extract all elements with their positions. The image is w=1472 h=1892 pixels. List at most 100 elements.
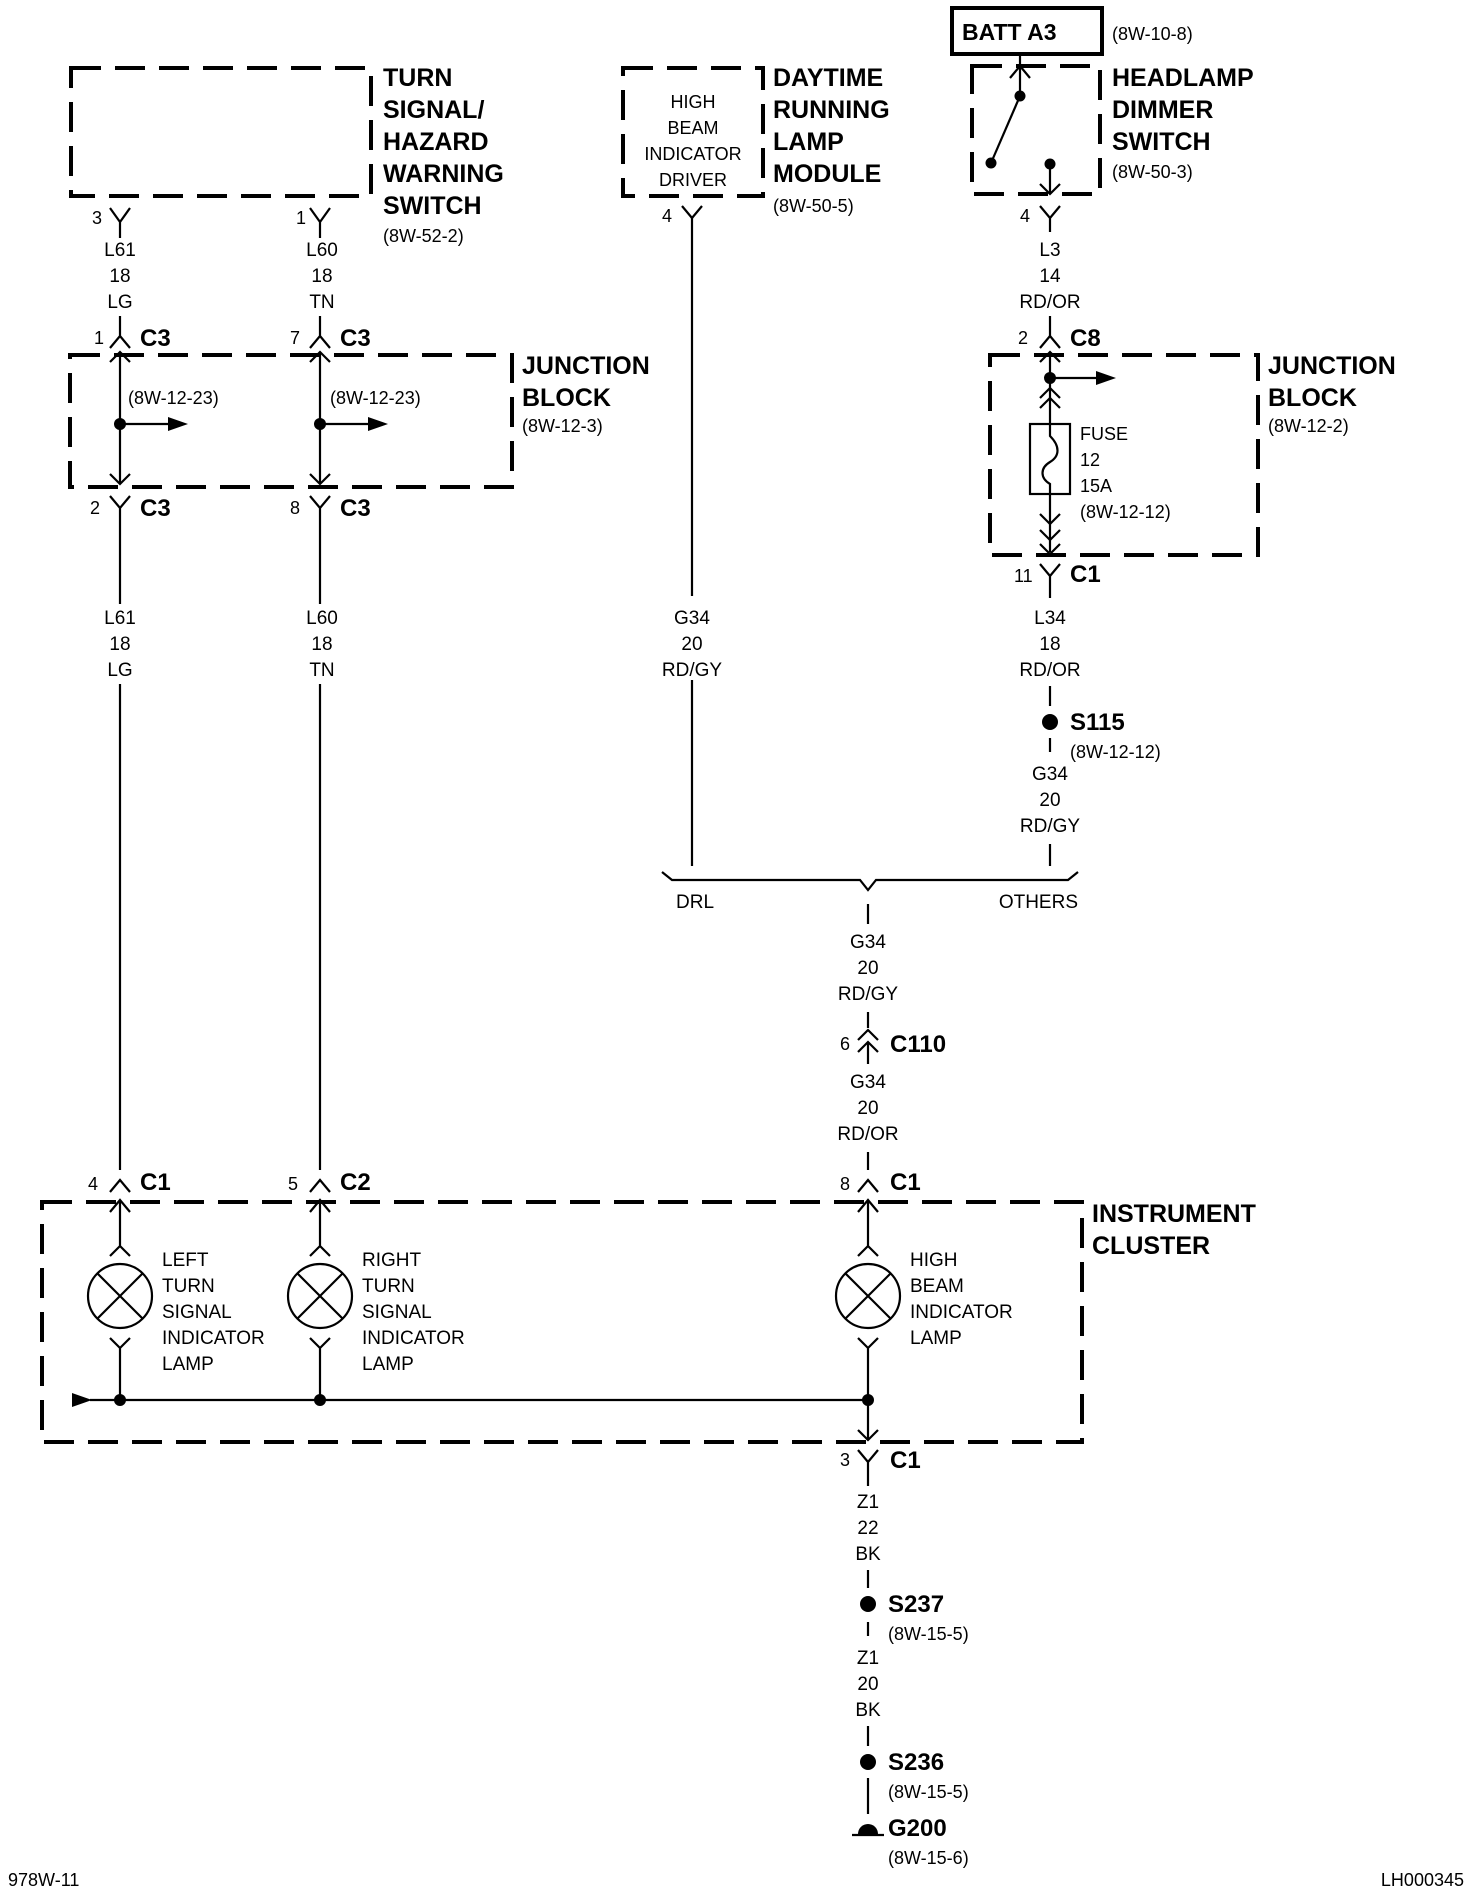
arrow-right-icon — [1096, 371, 1116, 385]
drl-title-1: DAYTIME — [773, 64, 883, 92]
pin-number: 4 — [88, 1174, 98, 1194]
connector-jb-out-8: 8 C3 — [290, 495, 371, 522]
svg-text:RD/OR: RD/OR — [1019, 660, 1080, 681]
fuse-label: FUSE 12 15A (8W-12-12) — [1080, 424, 1171, 522]
connector-id: C3 — [140, 325, 171, 352]
female-terminal-icon — [309, 207, 331, 232]
switch-contact-dot — [985, 157, 997, 169]
turn-signal-hazard-switch: TURN SIGNAL/ HAZARD WARNING SWITCH (8W-5… — [69, 64, 504, 246]
wire-label-g34-low: G34 20 RD/OR — [837, 1072, 898, 1145]
figure-number: 978W-11 — [8, 1870, 79, 1890]
daytime-running-lamp-module: HIGH BEAM INDICATOR DRIVER DAYTIME RUNNI… — [621, 64, 890, 216]
splice-dot — [1042, 714, 1058, 730]
svg-text:LAMP: LAMP — [162, 1354, 214, 1375]
lamp-cross — [296, 1272, 344, 1320]
dimmer-title-3: SWITCH — [1112, 128, 1211, 156]
terminal-icon — [309, 1337, 331, 1400]
connector-id: C3 — [140, 495, 171, 522]
lamp-label: RIGHT TURN SIGNAL INDICATOR LAMP — [362, 1250, 465, 1375]
male-terminal-icon — [109, 322, 131, 349]
svg-text:TURN: TURN — [362, 1276, 415, 1297]
female-terminal-icon — [857, 1449, 879, 1486]
wire-label-l61-bottom: L61 18 LG — [104, 608, 136, 681]
batt-a3-ref: (8W-10-8) — [1112, 24, 1193, 44]
jbl-ref: (8W-12-3) — [522, 416, 603, 436]
wire-label-l3: L3 14 RD/OR — [1019, 240, 1080, 313]
ic-title-2: CLUSTER — [1092, 1232, 1210, 1260]
ground-ref: (8W-15-6) — [888, 1848, 969, 1868]
terminal-icon — [309, 473, 331, 486]
wire-label-l34: L34 18 RD/OR — [1019, 608, 1080, 681]
svg-text:TN: TN — [309, 660, 334, 681]
splice-ref: (8W-15-5) — [888, 1782, 969, 1802]
wire-label-z1-b: Z1 20 BK — [855, 1648, 881, 1721]
terminal-icon — [1039, 543, 1061, 556]
svg-text:INDICATOR: INDICATOR — [910, 1302, 1013, 1323]
svg-text:L61: L61 — [104, 608, 136, 629]
jbl-title-1: JUNCTION — [522, 352, 650, 380]
arrow-right-icon — [368, 417, 388, 431]
connector-jb-out-2: 2 C3 — [90, 495, 171, 522]
pin-number: 3 — [92, 208, 102, 228]
terminal-icon — [309, 350, 331, 363]
wire-label-l61-top: L61 18 LG — [104, 240, 136, 313]
lamp-bulb-icon — [286, 1262, 354, 1330]
connector-id: C110 — [890, 1031, 946, 1058]
wire-label-l60-top: L60 18 TN — [306, 240, 338, 313]
splice-id: S237 — [888, 1591, 944, 1618]
terminal-icon — [1039, 164, 1061, 196]
pin-number: 1 — [94, 328, 104, 348]
splice-id: S115 — [1070, 709, 1125, 736]
splice-s237: S237 (8W-15-5) — [860, 1591, 969, 1644]
connector-id: C2 — [340, 1169, 371, 1196]
connector-ic-5: 5 C2 — [288, 1169, 371, 1196]
pin-number: 4 — [662, 206, 672, 226]
connector-ic-8: 8 C1 — [840, 1169, 921, 1196]
jbr-title-2: BLOCK — [1268, 384, 1357, 412]
svg-text:L60: L60 — [306, 240, 338, 261]
drawing-id: LH000345 — [1381, 1870, 1464, 1890]
lamp-label: LEFT TURN SIGNAL INDICATOR LAMP — [162, 1250, 265, 1375]
svg-text:BK: BK — [855, 1700, 881, 1721]
wire-label-l60-bottom: L60 18 TN — [306, 608, 338, 681]
splice-dot — [860, 1754, 876, 1770]
junction-block-right: JUNCTION BLOCK (8W-12-2) FUSE 12 15A (8W… — [988, 350, 1396, 557]
jbl-internal-ref-2: (8W-12-23) — [330, 388, 421, 408]
connector-ic-3: 3 C1 — [840, 1447, 921, 1486]
svg-text:L61: L61 — [104, 240, 136, 261]
tsw-title-3: HAZARD — [383, 128, 489, 156]
headlamp-dimmer-switch: HEADLAMP DIMMER SWITCH (8W-50-3) — [970, 54, 1254, 196]
svg-text:HIGH: HIGH — [910, 1250, 958, 1271]
svg-text:12: 12 — [1080, 450, 1100, 470]
lamp-label: HIGH BEAM INDICATOR LAMP — [910, 1250, 1013, 1349]
jbr-title-1: JUNCTION — [1268, 352, 1396, 380]
ground-id: G200 — [888, 1815, 947, 1842]
svg-text:18: 18 — [1039, 634, 1060, 655]
svg-text:FUSE: FUSE — [1080, 424, 1128, 444]
svg-text:G34: G34 — [850, 932, 886, 953]
tsw-title-4: WARNING — [383, 160, 504, 188]
svg-text:BEAM: BEAM — [910, 1276, 964, 1297]
terminal-icon — [1039, 350, 1061, 363]
svg-text:RD/OR: RD/OR — [837, 1124, 898, 1145]
svg-text:(8W-12-12): (8W-12-12) — [1080, 502, 1171, 522]
female-terminal-icon — [681, 205, 703, 220]
svg-text:TURN: TURN — [162, 1276, 215, 1297]
batt-a3: BATT A3 (8W-10-8) — [950, 6, 1193, 56]
connector-jb-in-1: 1 C3 — [94, 322, 171, 352]
connector-id: C3 — [340, 495, 371, 522]
connector-id: C1 — [890, 1169, 921, 1196]
batt-a3-box — [950, 6, 1104, 56]
svg-text:LAMP: LAMP — [910, 1328, 962, 1349]
jbl-internal-ref-1: (8W-12-23) — [128, 388, 219, 408]
svg-text:L3: L3 — [1039, 240, 1060, 261]
splice-dot — [860, 1596, 876, 1612]
svg-text:INDICATOR: INDICATOR — [644, 144, 741, 164]
high-beam-indicator-lamp: HIGH BEAM INDICATOR LAMP — [834, 1198, 1013, 1442]
junction-block-left: JUNCTION BLOCK (8W-12-3) (8W-12-23) (8W-… — [68, 350, 650, 489]
svg-text:DRIVER: DRIVER — [659, 170, 727, 190]
connector-jbr-in-2: 2 C8 — [1018, 325, 1101, 352]
svg-text:18: 18 — [109, 634, 130, 655]
pin-number: 11 — [1014, 566, 1033, 586]
ic-title-1: INSTRUMENT — [1092, 1200, 1256, 1228]
